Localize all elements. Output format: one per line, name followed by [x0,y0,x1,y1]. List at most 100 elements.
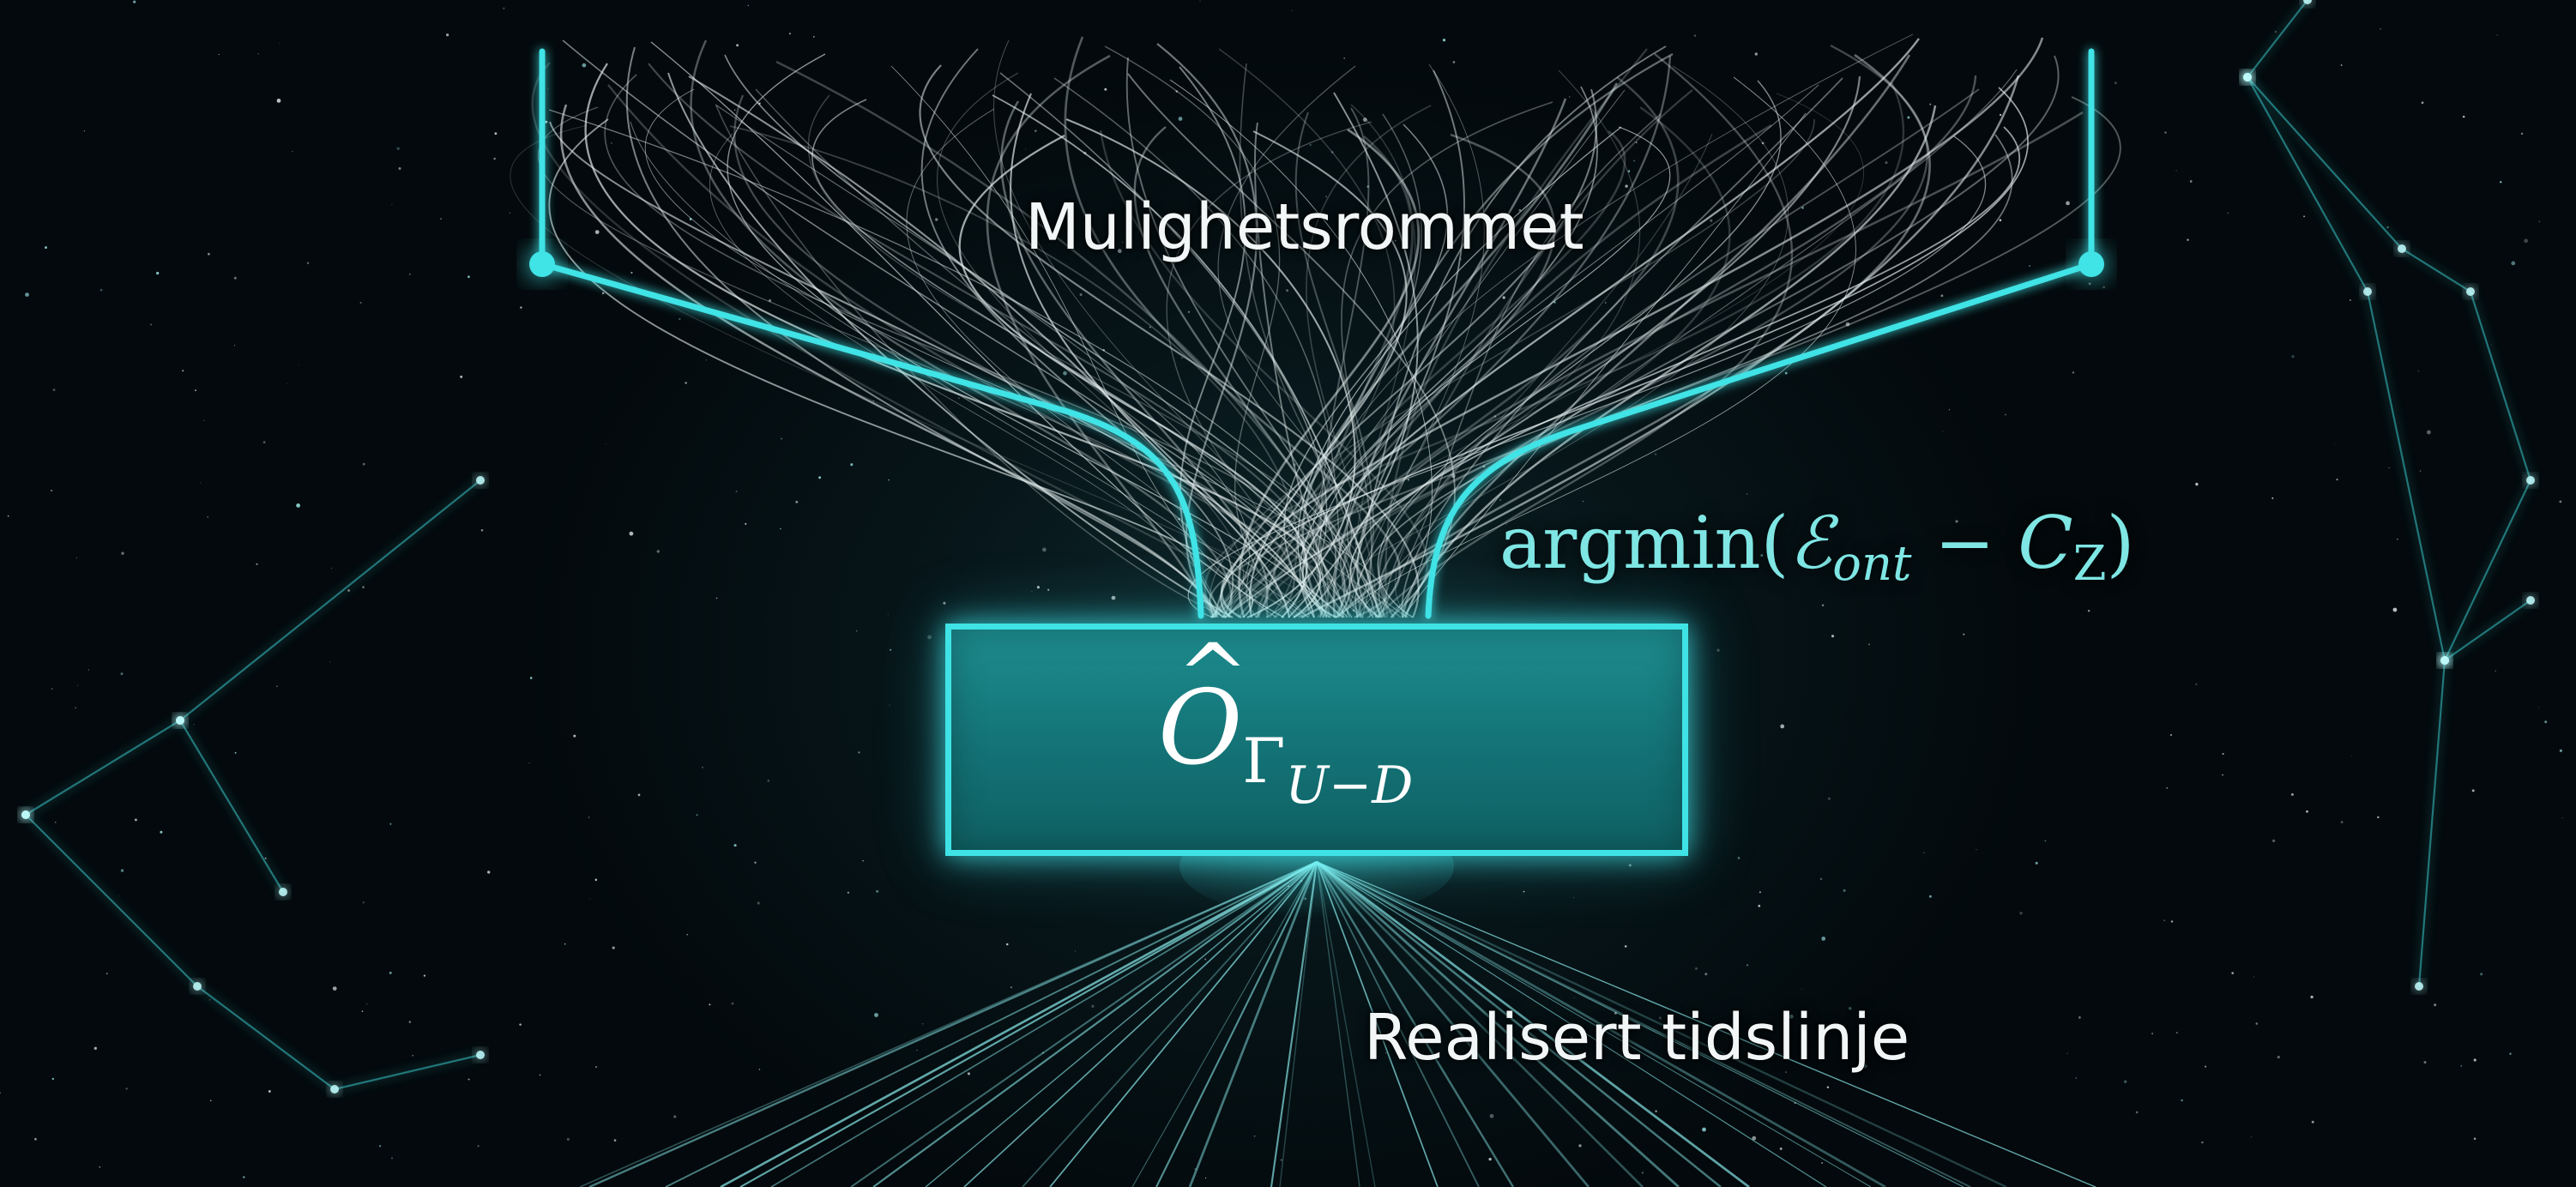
star [2175,170,2177,172]
star [2227,212,2229,214]
constellation-node [2363,287,2372,296]
star [731,1002,734,1005]
star [2187,238,2189,241]
star [120,672,124,676]
constellation-node [2526,596,2535,605]
star [2349,299,2351,301]
star [256,563,258,565]
star [106,973,108,974]
funnel-node [2078,251,2104,277]
star [1523,890,1525,893]
funnel-node [529,251,555,277]
star [1512,1059,1514,1061]
possibility-strand [1306,105,1432,618]
star [2310,995,2314,999]
possibility-strand [890,65,1277,618]
star [1695,967,1698,970]
star [0,1092,1,1094]
possibility-strand [1224,75,1861,618]
star [477,1145,480,1148]
star [1571,1036,1573,1039]
star [1843,889,1846,892]
possibility-strand [667,72,1234,618]
star [134,818,137,822]
possibility-strand [1356,69,1465,618]
star [1178,518,1180,521]
star [1801,988,1802,990]
star [2509,1052,2512,1055]
possibility-strand [1401,77,1843,618]
star [1181,357,1183,359]
constellation-node [2398,244,2406,253]
star [1963,633,1965,636]
realized-ray [770,861,1318,1187]
star [83,130,85,132]
star [2102,286,2106,289]
star [233,276,237,280]
formula-close: ) [2106,501,2135,585]
constellation-node [176,716,184,725]
possibility-strand [1350,104,1416,618]
possibility-strand [1204,81,1905,618]
star [389,822,392,825]
star [1066,987,1068,989]
star [423,974,426,977]
star [262,441,266,443]
star [1702,1127,1706,1132]
star [1553,301,1556,304]
star [1187,310,1191,313]
possibility-strand [906,108,1309,618]
star [890,648,892,651]
star [2520,132,2524,136]
star [94,1046,97,1050]
possibility-strand [1210,48,1396,618]
star [611,142,612,144]
star [1031,214,1036,219]
star [696,814,698,816]
star [51,688,53,690]
star [1505,523,1507,525]
star [1700,541,1704,545]
possibility-strands [510,33,2121,619]
star [705,359,708,361]
star [25,292,29,297]
argmin-formula: argmin(ℰont − CZ) [1499,501,2134,592]
star [1819,877,1823,881]
star [1199,0,1201,3]
star [545,120,548,124]
star [2195,482,2199,486]
star [1868,643,1870,646]
star [1343,57,1346,59]
star [1940,294,1944,298]
star [359,301,362,304]
star [120,869,124,872]
star [218,53,220,56]
star [2500,181,2502,184]
star [2253,976,2255,978]
star [243,1176,245,1178]
realized-timeline-label: Realisert tidslinje [1364,1001,1910,1075]
star [812,36,815,38]
star [208,999,211,1001]
realized-ray [1316,861,1360,1187]
possibility-strand [1378,55,2060,618]
formula-func: argmin( [1499,501,1789,585]
possibility-strand [1127,73,1456,618]
star [1789,1014,1794,1019]
star [1253,1135,1256,1137]
star [858,751,860,754]
star [2170,920,2174,923]
star [2334,443,2336,445]
star [582,63,587,68]
star [1175,90,1178,93]
realized-ray [1316,861,1971,1187]
star [1079,292,1083,297]
possibility-strand [1341,101,1553,618]
star [268,1090,271,1093]
star [2538,220,2541,223]
star [1035,130,1037,132]
star [468,1078,470,1081]
star [2222,752,2224,756]
star [958,397,960,400]
star [745,522,747,525]
